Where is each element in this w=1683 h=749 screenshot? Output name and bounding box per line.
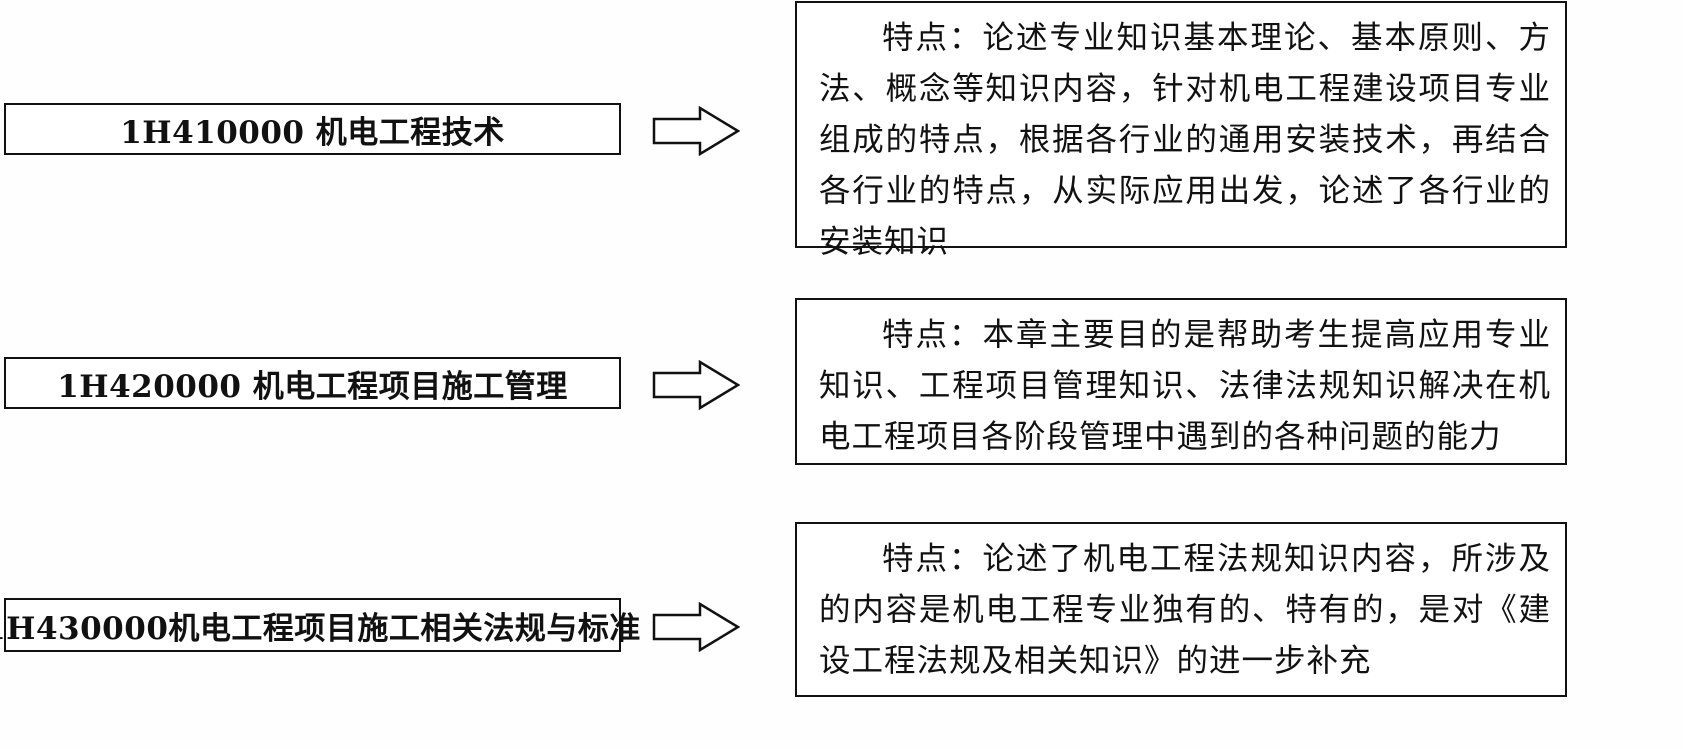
chapter-label-3: 1H430000机电工程项目施工相关法规与标准 (0, 610, 641, 647)
right-arrow-icon (652, 360, 740, 410)
chapter-label-1: 1H410000 机电工程技术 (120, 114, 505, 151)
feature-box-2: 特点：本章主要目的是帮助考生提高应用专业知识、工程项目管理知识、法律法规知识解决… (795, 298, 1567, 465)
feature-text-1: 特点：论述专业知识基本理论、基本原则、方法、概念等知识内容，针对机电工程建设项目… (819, 20, 1551, 260)
right-arrow-icon (652, 106, 740, 156)
chapter-box-1: 1H410000 机电工程技术 (4, 103, 621, 155)
feature-box-3: 特点：论述了机电工程法规知识内容，所涉及的内容是机电工程专业独有的、特有的，是对… (795, 522, 1567, 697)
right-arrow-icon (652, 602, 740, 652)
chapter-label-2: 1H420000 机电工程项目施工管理 (57, 368, 568, 405)
feature-text-2: 特点：本章主要目的是帮助考生提高应用专业知识、工程项目管理知识、法律法规知识解决… (819, 317, 1551, 455)
feature-text-3: 特点：论述了机电工程法规知识内容，所涉及的内容是机电工程专业独有的、特有的，是对… (819, 541, 1551, 679)
feature-box-1: 特点：论述专业知识基本理论、基本原则、方法、概念等知识内容，针对机电工程建设项目… (795, 1, 1567, 260)
chapter-box-3: 1H430000机电工程项目施工相关法规与标准 (0, 598, 640, 652)
chapter-box-2: 1H420000 机电工程项目施工管理 (4, 357, 621, 409)
